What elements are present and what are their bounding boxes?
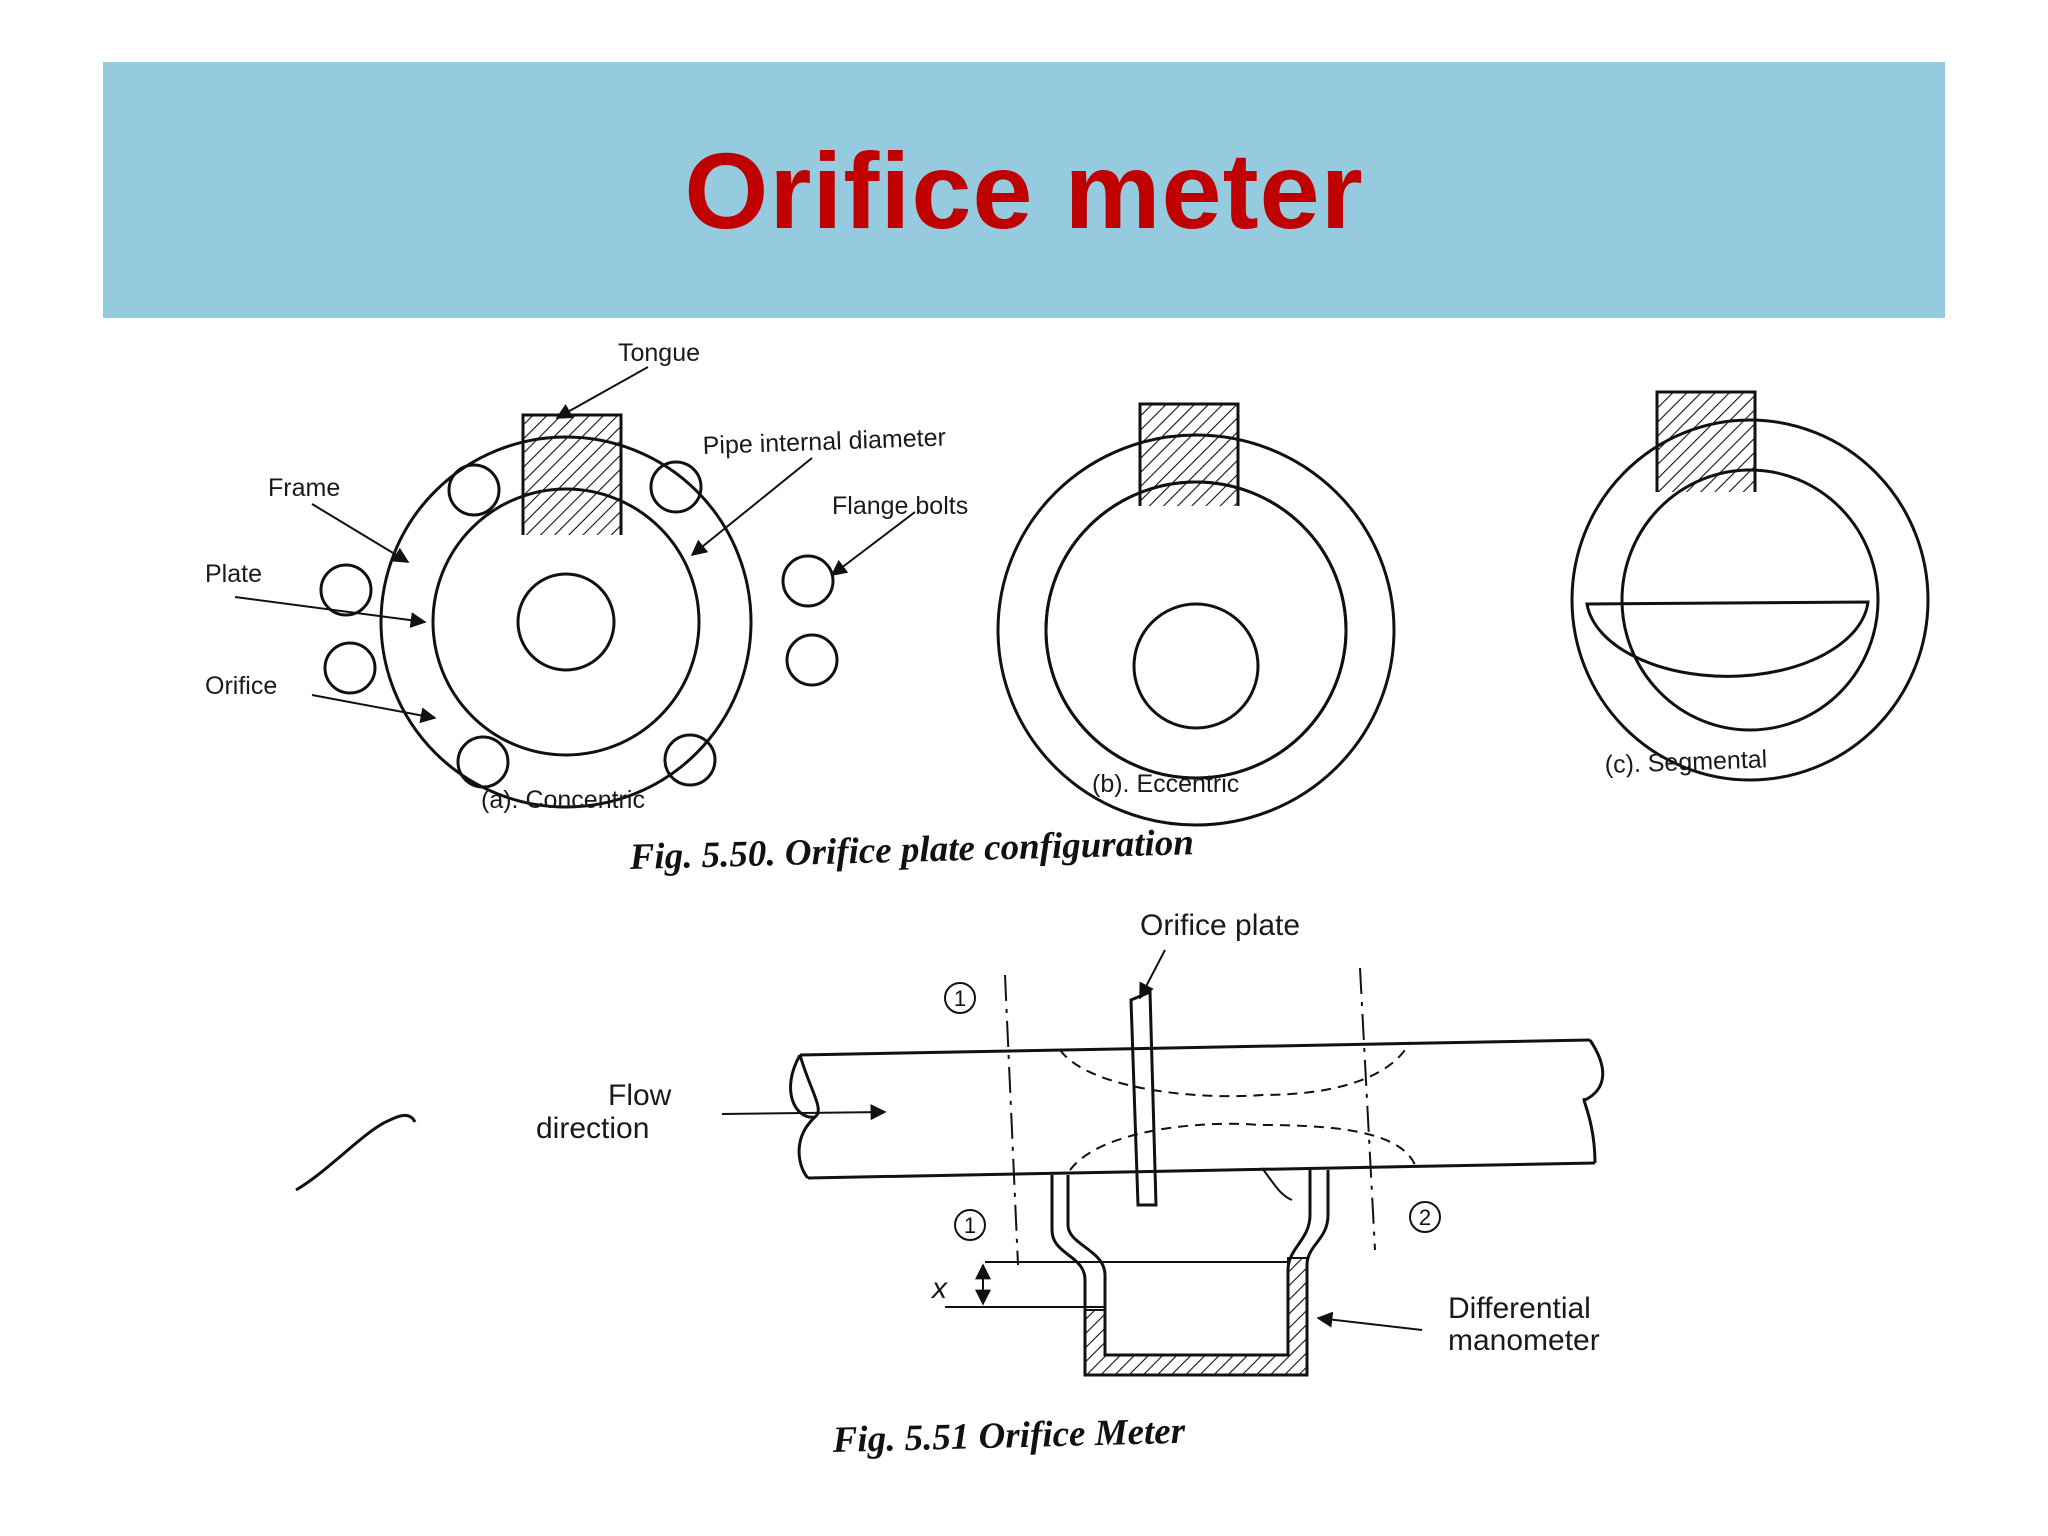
segmental-orifice [1585, 600, 1870, 678]
flange-bolts [319, 460, 839, 789]
section-line-2 [1359, 967, 1376, 1251]
section-marker-1-top: 1 [944, 982, 976, 1014]
orifice-leader [311, 694, 437, 724]
label-orifice: Orifice [205, 672, 277, 700]
label-x: x [930, 1272, 948, 1305]
caption-concentric: (a). Concentric [481, 786, 645, 814]
caption-fig-5-51: Fig. 5.51 Orifice Meter [831, 1411, 1186, 1461]
label-manometer: manometer [1448, 1324, 1600, 1357]
plate-concentric: Tongue Pipe internal diameter Frame Flan… [205, 339, 968, 814]
frame-leader [311, 503, 410, 563]
label-tongue: Tongue [618, 339, 700, 367]
plate-segmental: (c). Segmental [1570, 390, 1930, 782]
orifice-meter: x 1 1 2 Orifice plate Flow direction Dif… [536, 909, 1605, 1377]
slide-title: Orifice meter [684, 129, 1364, 251]
flange-bolts-leader [830, 511, 916, 576]
label-frame: Frame [268, 474, 340, 502]
manometer-leader [1316, 1311, 1423, 1331]
orifice-plate-leader [1139, 949, 1166, 1000]
label-pipe-internal-diameter: Pipe internal diameter [702, 424, 946, 460]
label-differential: Differential [1448, 1292, 1591, 1325]
label-direction: direction [536, 1112, 649, 1145]
title-banner: Orifice meter [103, 62, 1945, 318]
flow-arrow [721, 1104, 887, 1121]
caption-fig-5-50: Fig. 5.50. Orifice plate configuration [628, 822, 1194, 878]
label-orifice-plate: Orifice plate [1140, 909, 1300, 942]
label-plate: Plate [205, 560, 262, 588]
caption-segmental: (c). Segmental [1604, 745, 1767, 779]
caption-eccentric: (b). Eccentric [1092, 770, 1239, 798]
section-marker-2: 2 [1409, 1201, 1441, 1233]
label-flow: Flow [608, 1079, 672, 1112]
eccentric-orifice-hole [1132, 602, 1260, 730]
section-line-1 [1004, 974, 1019, 1266]
orifice-hole [516, 572, 616, 672]
differential-manometer [945, 1167, 1330, 1377]
plate-leader [234, 596, 427, 629]
svg-text:1: 1 [964, 1213, 976, 1238]
pipe [789, 1038, 1605, 1180]
pipe-diameter-leader [690, 457, 813, 557]
svg-text:1: 1 [954, 986, 966, 1011]
tongue-leader [555, 366, 649, 419]
svg-text:2: 2 [1419, 1205, 1431, 1230]
pen-mark [295, 1113, 417, 1192]
plate-frame-ring [379, 413, 753, 809]
plate-eccentric: (b). Eccentric [996, 402, 1396, 827]
section-marker-1-bottom: 1 [954, 1209, 986, 1241]
label-flange-bolts: Flange bolts [832, 492, 968, 520]
